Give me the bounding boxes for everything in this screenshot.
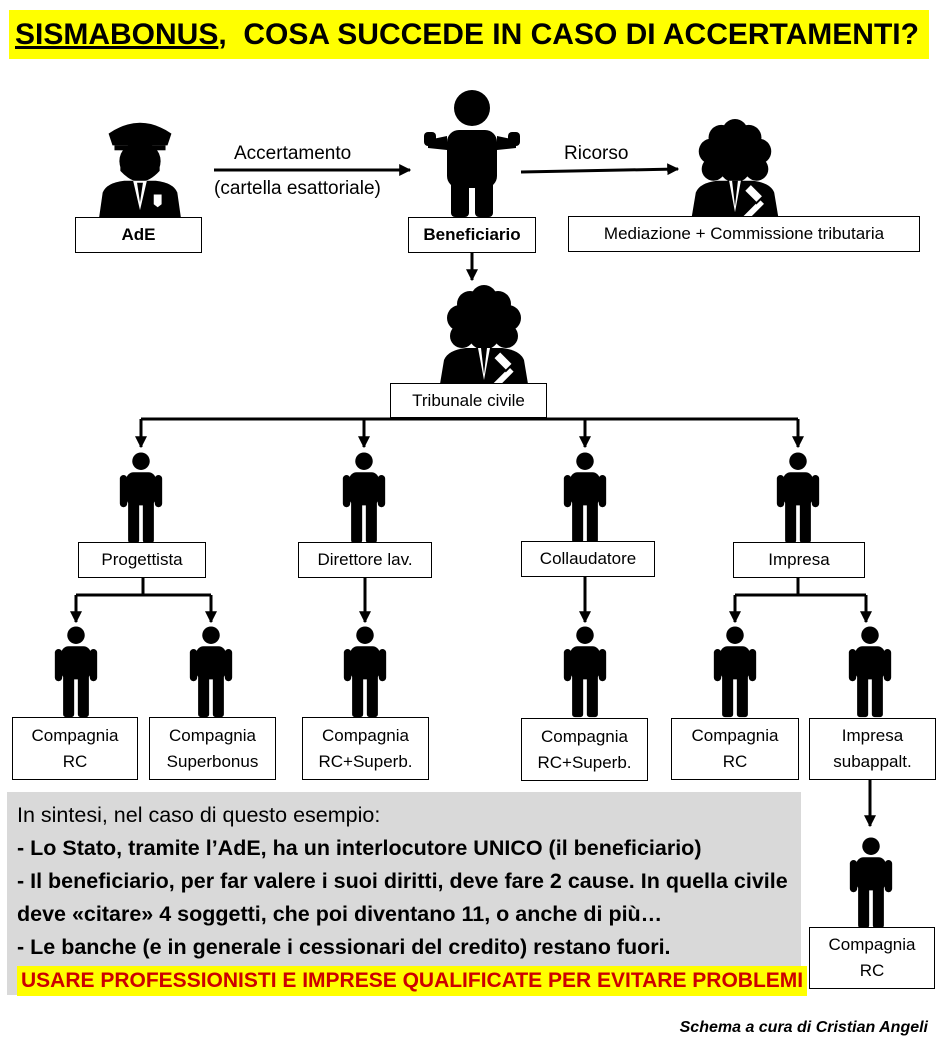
node-compagnia-rcsup-2: Compagnia RC+Superb. bbox=[521, 718, 648, 781]
judge-icon-ricorso bbox=[690, 118, 780, 216]
node-compagnia-rc-2: Compagnia RC bbox=[671, 718, 799, 780]
summary-point-2: - Il beneficiario, per far valere i suoi… bbox=[17, 869, 788, 926]
person-icon-compagnia-superbonus bbox=[189, 626, 233, 718]
node-compagnia-rc-1: Compagnia RC bbox=[12, 717, 138, 780]
title-text: COSA SUCCEDE IN CASO DI ACCERTAMENTI? bbox=[243, 18, 919, 51]
person-icon-compagnia-rcsup-1 bbox=[343, 626, 387, 718]
summary-point-3: - Le banche (e in generale i cessionari … bbox=[17, 935, 671, 959]
node-direttore: Direttore lav. bbox=[298, 542, 432, 578]
label-accertamento: Accertamento bbox=[234, 143, 352, 164]
label-cartella: (cartella esattoriale) bbox=[214, 178, 381, 199]
author-credit: Schema a cura di Cristian Angeli bbox=[679, 1019, 928, 1036]
node-beneficiario: Beneficiario bbox=[408, 217, 536, 253]
summary-warning: USARE PROFESSIONISTI E IMPRESE QUALIFICA… bbox=[17, 966, 808, 996]
person-icon-impresa bbox=[776, 452, 820, 544]
summary-intro: In sintesi, nel caso di questo esempio: bbox=[17, 803, 381, 827]
arrow-ricorso bbox=[520, 163, 680, 176]
person-icon-collaudatore bbox=[563, 452, 607, 544]
summary-point-1: - Lo Stato, tramite l’AdE, ha un interlo… bbox=[17, 836, 702, 860]
person-icon-compagnia-rc-3 bbox=[849, 837, 893, 929]
node-compagnia-rcsup-1: Compagnia RC+Superb. bbox=[302, 717, 429, 780]
person-icon-direttore bbox=[342, 452, 386, 544]
shrugging-person-icon bbox=[424, 90, 520, 217]
node-compagnia-superbonus: Compagnia Superbonus bbox=[149, 717, 276, 780]
person-icon-compagnia-rc-1 bbox=[54, 626, 98, 718]
person-icon-impresa-sub bbox=[848, 626, 892, 718]
node-impresa: Impresa bbox=[733, 542, 865, 578]
node-tribunale: Tribunale civile bbox=[390, 383, 547, 418]
person-icon-compagnia-rc-2 bbox=[713, 626, 757, 718]
node-impresa-subappalt: Impresa subappalt. bbox=[809, 718, 936, 780]
title-brand: SISMABONUS bbox=[15, 18, 219, 51]
police-officer-icon bbox=[98, 122, 182, 220]
judge-icon-tribunale bbox=[438, 284, 530, 384]
node-compagnia-rc-3: Compagnia RC bbox=[809, 927, 935, 989]
person-icon-progettista bbox=[119, 452, 163, 544]
page-title: SISMABONUS, COSA SUCCEDE IN CASO DI ACCE… bbox=[9, 10, 929, 59]
summary-panel: In sintesi, nel caso di questo esempio: … bbox=[7, 792, 808, 996]
node-progettista: Progettista bbox=[78, 542, 206, 578]
node-collaudatore: Collaudatore bbox=[521, 541, 655, 577]
node-ade: AdE bbox=[75, 217, 202, 253]
label-ricorso: Ricorso bbox=[564, 143, 629, 164]
person-icon-compagnia-rcsup-2 bbox=[563, 626, 607, 718]
title-separator: , bbox=[218, 18, 227, 51]
node-mediazione: Mediazione + Commissione tributaria bbox=[568, 216, 920, 252]
